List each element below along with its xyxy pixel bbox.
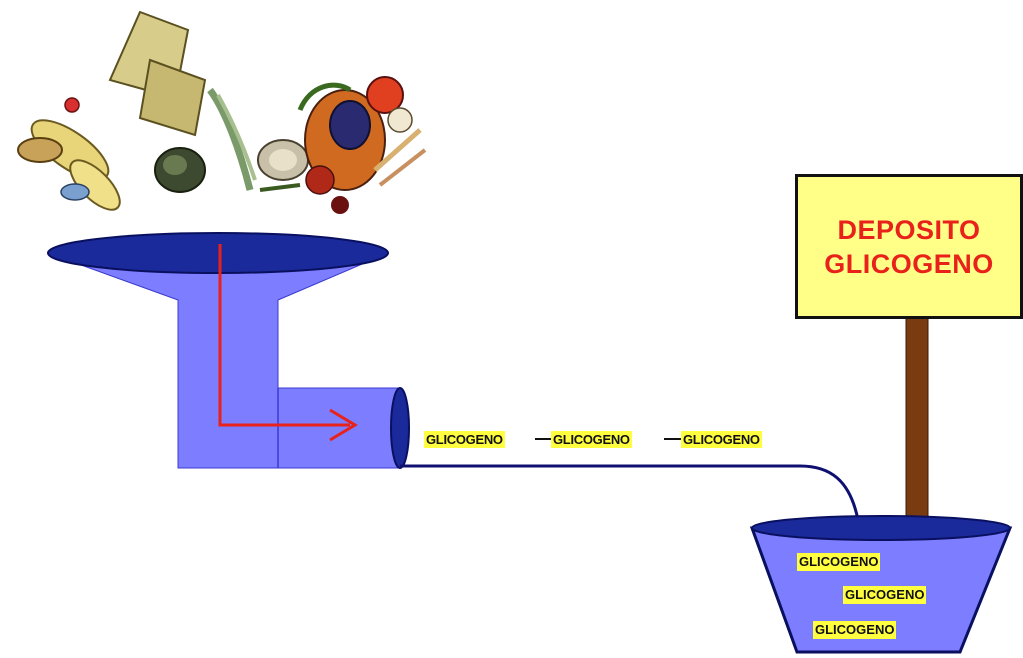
food-crackers-icon xyxy=(108,10,257,193)
sign-title-line2: GLICOGENO xyxy=(824,248,994,279)
food-bread-icon xyxy=(17,97,121,211)
chain-label-glycogen: GLICOGENO xyxy=(424,431,505,448)
pot-label-glycogen: GLICOGENO xyxy=(813,621,897,639)
storage-sign: DEPOSITO GLICOGENO xyxy=(795,174,1023,319)
pot-label-glycogen: GLICOGENO xyxy=(843,586,927,604)
sign-pole xyxy=(905,317,929,525)
food-vegetables-icon xyxy=(257,139,309,192)
chain-label-glycogen: GLICOGENO xyxy=(681,431,762,448)
flow-arrow xyxy=(218,244,358,442)
pot-label-glycogen: GLICOGENO xyxy=(797,553,881,571)
funnel xyxy=(47,232,410,469)
food-fruit-icon xyxy=(297,76,427,214)
pipe xyxy=(400,464,860,521)
chain-label-glycogen: GLICOGENO xyxy=(551,431,632,448)
sign-title-line1: DEPOSITO xyxy=(837,214,981,245)
